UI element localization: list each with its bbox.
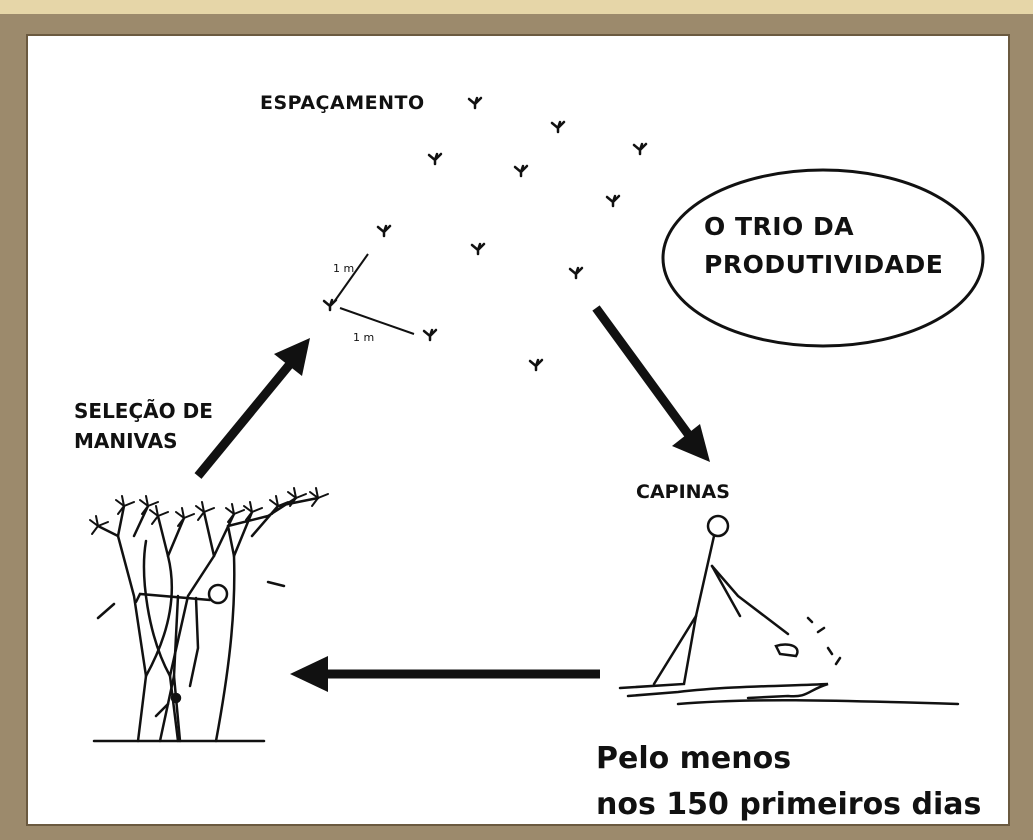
footnote-line1: Pelo menos xyxy=(596,741,792,776)
person-weeding xyxy=(618,514,960,706)
distance-label-vertical: 1 m xyxy=(333,262,355,275)
seedling xyxy=(632,142,648,156)
seedling xyxy=(528,358,544,372)
spacing-label: ESPAÇAMENTO xyxy=(260,92,425,114)
arrow-capinas-to-selection xyxy=(290,656,600,692)
distance-measures xyxy=(333,253,415,335)
diagram-drawing xyxy=(89,96,985,743)
seedling xyxy=(376,224,392,238)
trio-title: O TRIO DA PRODUTIVIDADE xyxy=(704,208,943,284)
cassava-leaf-stars xyxy=(89,487,329,535)
footnote: Pelo menos nos 150 primeiros dias xyxy=(596,736,981,828)
seedling xyxy=(470,242,486,256)
seedling xyxy=(605,194,621,208)
selection-label-line1: SELEÇÃO DE xyxy=(74,399,213,423)
weeding-label: CAPINAS xyxy=(636,481,730,503)
trio-title-line1: O TRIO DA xyxy=(704,212,855,241)
planted-seedlings xyxy=(322,96,648,372)
distance-label-horizontal: 1 m xyxy=(353,331,375,344)
footnote-line2: nos 150 primeiros dias xyxy=(596,787,982,822)
cassava-bush-with-worker xyxy=(89,487,329,743)
seedling xyxy=(568,266,584,280)
title-oval xyxy=(661,168,985,348)
arrow-spacing-to-capinas xyxy=(592,305,710,462)
selection-label-line2: MANIVAS xyxy=(74,429,178,453)
trio-title-line2: PRODUTIVIDADE xyxy=(704,250,944,279)
arrow-selection-to-spacing xyxy=(194,338,310,479)
diagram-canvas: ESPAÇAMENTO 1 m 1 m O TRIO DA PRODUTIVID… xyxy=(26,34,1010,826)
seedling xyxy=(513,164,529,178)
seedling xyxy=(550,120,566,134)
seedling xyxy=(427,152,443,166)
selection-label: SELEÇÃO DE MANIVAS xyxy=(74,396,213,456)
frame-top-band xyxy=(0,0,1033,14)
seedling xyxy=(467,96,483,110)
seedling xyxy=(322,298,338,312)
seedling xyxy=(422,328,438,342)
